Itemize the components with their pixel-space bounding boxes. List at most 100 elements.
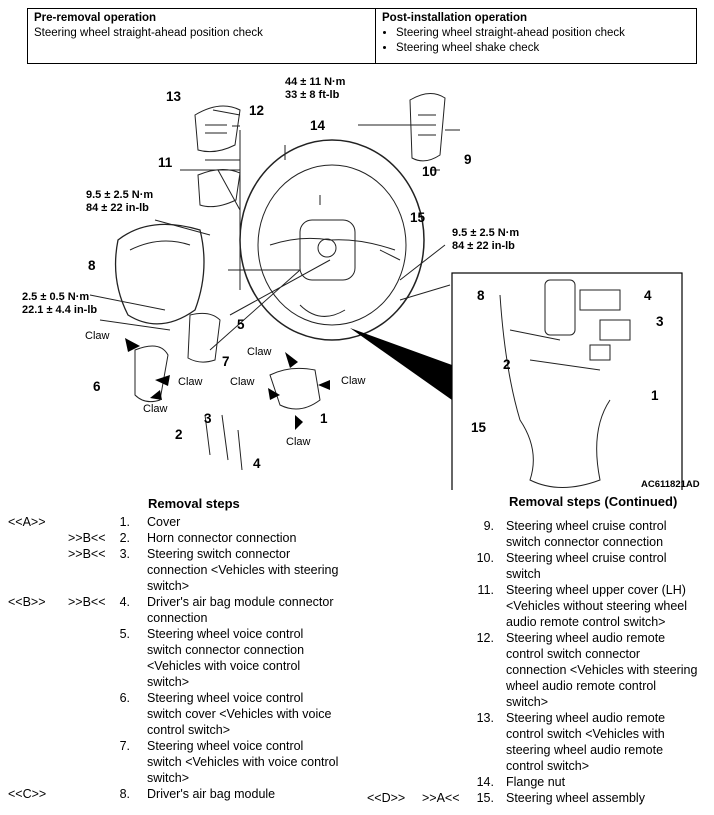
removal-step: <<D>> >>A<< 15. Steering wheel assembly (360, 790, 714, 806)
step-text-line: switch cover <Vehicles with voice (147, 707, 332, 721)
step-text-line: Steering wheel voice control (147, 691, 304, 705)
step-text-line: connection (147, 611, 208, 625)
claw-label: Claw (341, 375, 366, 387)
step-number: 3. (119, 547, 130, 561)
step-text-line: Steering wheel audio remote (506, 711, 666, 725)
removal-step: <<B>>>>B<<4.Driver's air bag module conn… (0, 594, 360, 626)
step-number: 11. (477, 583, 494, 597)
callout-8: 8 (88, 258, 96, 273)
step-text-line: control switch> (147, 723, 231, 737)
step-mark-reassembly: >>A<< (422, 791, 460, 805)
removal-step: 14. Flange nut (360, 774, 714, 790)
detail-pointer (350, 328, 452, 400)
claw-label: Claw (230, 376, 255, 388)
inset-callout-4: 4 (644, 288, 652, 303)
audio-switch (194, 105, 241, 153)
step-text-line: Steering wheel voice control (147, 739, 304, 753)
step-text-line: switch connector connection (506, 535, 664, 549)
step-text-line: <Vehicles without steering wheel (506, 599, 688, 613)
step-text-line: Horn connector connection (147, 531, 297, 545)
steering-hub (299, 219, 356, 281)
step-number: 6. (119, 691, 130, 705)
removal-step: >>B<<2.Horn connector connection (0, 530, 360, 546)
callout-7: 7 (222, 354, 230, 369)
step-mark-disassembly: <<A>> (8, 515, 46, 529)
inset-callout-8: 8 (477, 288, 485, 303)
torque-upper-bolt: 9.5 ± 2.5 N·m 84 ± 22 in-lb (86, 189, 154, 214)
cruise-switch (409, 93, 446, 162)
step-text-line: Steering wheel audio remote (506, 631, 666, 645)
step-number: 4. (119, 595, 130, 609)
detail-inset-frame (451, 272, 683, 490)
callout-9: 9 (464, 152, 472, 167)
removal-step: <<A>>1.Cover (0, 514, 360, 530)
step-text-line: control switch <Vehicles with (506, 727, 665, 741)
removal-step: <<C>>8.Driver's air bag module (0, 786, 360, 802)
post-installation-heading: Post-installation operation (382, 12, 528, 24)
diagram-drawing (89, 93, 683, 490)
pre-removal-heading: Pre-removal operation (34, 12, 157, 24)
step-text-line: control switch connector (506, 647, 641, 661)
step-mark-reassembly: >>B<< (68, 531, 106, 545)
step-text-line: switch> (147, 675, 190, 689)
callout-12: 12 (249, 103, 265, 118)
post-installation-item: Steering wheel shake check (396, 41, 690, 56)
step-text-line: switch> (506, 695, 549, 709)
callout-4: 4 (253, 456, 261, 471)
operation-table: Pre-removal operation Steering wheel str… (27, 8, 697, 64)
inset-callout-15: 15 (471, 420, 487, 435)
removal-steps-left: Removal steps <<A>>1.Cover>>B<<2.Horn co… (0, 496, 360, 814)
cover-part (269, 367, 321, 410)
step-text-line: Steering wheel cruise control (506, 551, 667, 565)
callout-15: 15 (410, 210, 426, 225)
removal-step: 11. Steering wheel upper cover (LH) <Vehic… (360, 582, 714, 630)
removal-step: 10. Steering wheel cruise control switch (360, 550, 714, 582)
voice-switch-cover (134, 345, 169, 403)
steering-wheel-rim-inner (257, 164, 407, 326)
callout-14: 14 (310, 118, 326, 133)
voice-switch (187, 312, 221, 363)
step-text-line: steering wheel audio remote (506, 743, 664, 757)
post-installation-item: Steering wheel straight-ahead position c… (396, 26, 690, 41)
step-text-line: wheel audio remote control (506, 679, 657, 693)
step-text-line: Cover (147, 515, 181, 529)
callout-2: 2 (175, 427, 183, 442)
steering-wheel-exploded-diagram: 13 12 11 14 10 9 15 8 5 7 6 1 2 3 4 8 4 … (0, 70, 714, 490)
step-mark-reassembly: >>B<< (68, 547, 106, 561)
removal-step: 9. Steering wheel cruise control switch co… (360, 518, 714, 550)
removal-step: 6. Steering wheel voice control switch cov… (0, 690, 360, 738)
step-number: 10. (476, 551, 494, 565)
torque-right-bolt: 9.5 ± 2.5 N·m 84 ± 22 in-lb (452, 227, 520, 252)
airbag-module (114, 223, 205, 325)
step-number: 9. (483, 519, 494, 533)
step-number: 7. (119, 739, 130, 753)
claw-label: Claw (286, 436, 311, 448)
step-number: 14. (476, 775, 494, 789)
step-mark-disassembly: <<B>> (8, 595, 46, 609)
step-text-line: audio remote control switch> (506, 615, 666, 629)
inset-callout-1: 1 (651, 388, 659, 403)
step-mark-disassembly: <<D>> (367, 791, 406, 805)
step-text-line: Steering wheel assembly (506, 791, 645, 805)
step-number: 12. (476, 631, 494, 645)
pre-removal-item: Steering wheel straight-ahead position c… (34, 27, 263, 39)
step-number: 15. (476, 791, 494, 805)
removal-step: 12. Steering wheel audio remote control sw… (360, 630, 714, 710)
step-text-line: connection <Vehicles with steering (506, 663, 698, 677)
step-text-line: switch> (147, 771, 190, 785)
callout-1: 1 (320, 411, 328, 426)
step-mark-reassembly: >>B<< (68, 595, 106, 609)
step-text-line: connection <Vehicles with steering (147, 563, 339, 577)
step-text-line: <Vehicles with voice control (147, 659, 301, 673)
step-text-line: Steering wheel cruise control (506, 519, 667, 533)
pre-removal-column: Pre-removal operation Steering wheel str… (28, 9, 376, 63)
step-text-line: Steering wheel upper cover (LH) (506, 583, 686, 597)
claw-label: Claw (178, 376, 203, 388)
claw-label: Claw (143, 403, 168, 415)
step-text-line: Flange nut (506, 775, 566, 789)
step-text-line: switch (506, 567, 541, 581)
